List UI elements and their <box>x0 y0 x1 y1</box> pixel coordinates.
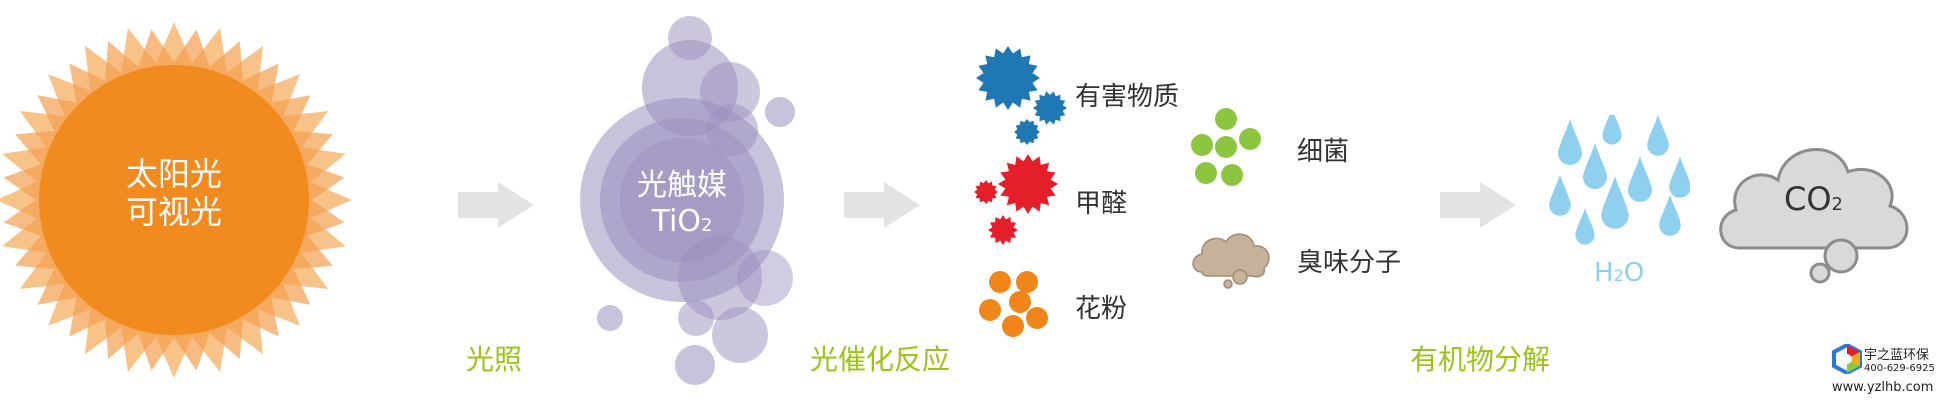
pollen-icon <box>979 271 1048 337</box>
sun-label: 太阳光 可视光 <box>104 155 244 231</box>
water-drop <box>1602 115 1622 145</box>
water-drop <box>1601 175 1629 229</box>
stage-label-photocatalysis: 光催化反应 <box>810 343 951 376</box>
water-drop <box>1583 143 1607 189</box>
catalyst-label-line1: 光触媒 <box>637 168 727 203</box>
logo-phone: 400-629-6925 <box>1864 363 1935 374</box>
pollutant-label-odor: 臭味分子 <box>1297 248 1402 278</box>
co2-formula-sub: 2 <box>1831 194 1843 215</box>
catalyst-bubbles-icon <box>580 16 795 385</box>
co2-formula-main: CO <box>1784 180 1832 218</box>
water-drop <box>1669 156 1690 198</box>
water-formula-o: O <box>1623 258 1645 288</box>
water-drop <box>1549 174 1571 216</box>
sun-icon <box>0 22 352 378</box>
catalyst-formula: TiO2 <box>602 204 762 244</box>
water-drop <box>1558 119 1582 165</box>
co2-cloud-icon <box>1719 148 1909 284</box>
harmful-substance-icon <box>976 46 1067 145</box>
water-drop <box>1647 115 1669 156</box>
water-drop <box>1628 156 1652 202</box>
hexagon-logo-icon <box>1832 344 1862 374</box>
arrow-right-icon <box>844 182 920 228</box>
stage-label-decomposition: 有机物分解 <box>1410 343 1551 376</box>
formaldehyde-icon <box>974 154 1058 245</box>
sun-illustration: 太阳光 可视光 <box>0 0 360 400</box>
sun-label-line1: 太阳光 <box>125 155 222 193</box>
sun-label-line2: 可视光 <box>125 193 222 231</box>
catalyst-label: 光触媒 TiO2 <box>602 168 762 244</box>
pollutant-label-harmful: 有害物质 <box>1075 82 1180 112</box>
water-drop <box>1575 207 1595 245</box>
brand-logo: 宇之蓝环保 400-629-6925 www.yzlhb.com <box>1832 342 1948 400</box>
arrow-right-icon <box>458 182 534 228</box>
sun-core <box>39 65 309 335</box>
logo-url: www.yzlhb.com <box>1832 380 1934 395</box>
stage-label-light: 光照 <box>466 343 523 376</box>
bacteria-icon <box>1191 108 1261 186</box>
catalyst-illustration: 光触媒 TiO2 <box>570 0 810 400</box>
odor-cloud-icon <box>1192 233 1270 289</box>
pollutant-label-formaldehyde: 甲醛 <box>1075 189 1128 219</box>
water-drop <box>1659 194 1681 236</box>
catalyst-formula-sub: 2 <box>700 215 713 236</box>
co2-formula: CO2 <box>1784 180 1843 218</box>
water-formula-sub: 2 <box>1613 266 1624 285</box>
logo-name: 宇之蓝环保 <box>1864 348 1930 363</box>
arrow-right-icon <box>1440 182 1516 228</box>
water-drops-icon <box>1549 115 1690 245</box>
pollutant-label-bacteria: 细菌 <box>1297 137 1350 167</box>
pollutant-label-pollen: 花粉 <box>1075 294 1128 324</box>
water-formula-h: H <box>1594 258 1614 288</box>
water-formula: H2O <box>1594 258 1644 288</box>
catalyst-formula-main: TiO <box>651 204 701 239</box>
